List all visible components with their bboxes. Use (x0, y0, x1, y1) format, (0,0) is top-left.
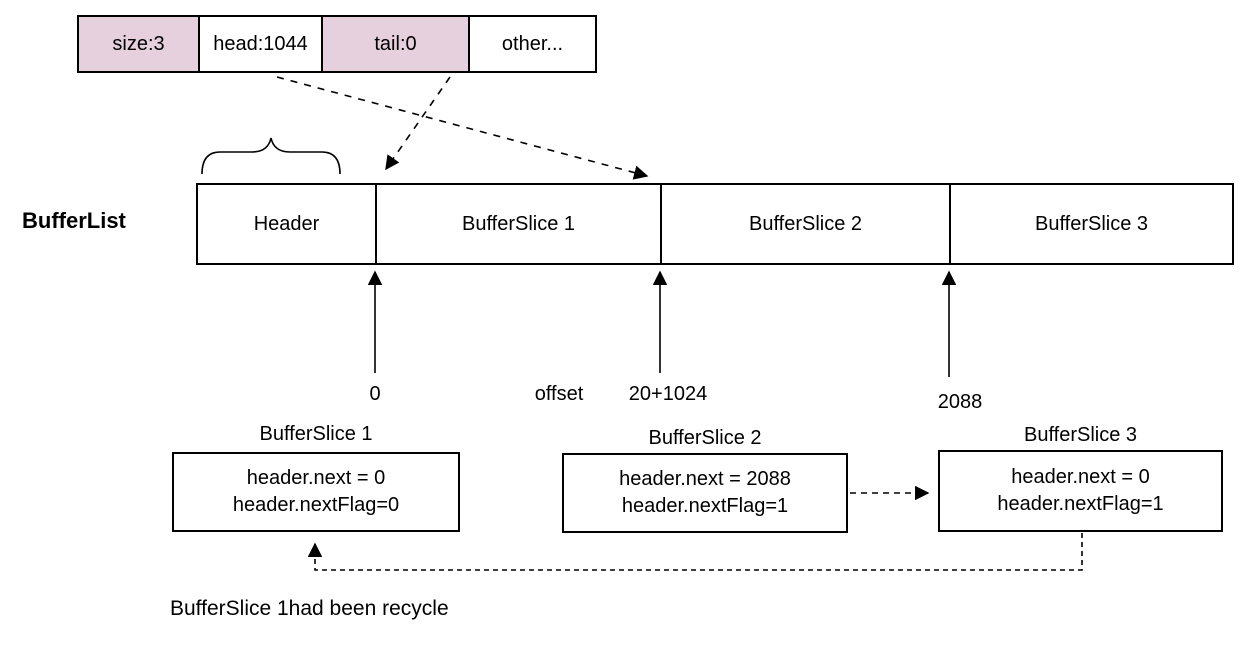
slice2-nextflag: header.nextFlag=1 (621, 495, 789, 517)
header-overbrace-icon (201, 137, 341, 175)
offset-axis-label: offset (534, 383, 584, 405)
slice1-title: BufferSlice 1 (259, 423, 373, 445)
offset-value-1044: 20+1024 (628, 383, 708, 405)
head-pointer-dashed-arrow-icon (276, 76, 649, 180)
slice1-nextflag: header.nextFlag=0 (232, 494, 400, 516)
bufferlist-segment-header: Header (198, 185, 377, 263)
slice3-box: header.next = 0 header.nextFlag=1 (938, 450, 1223, 532)
header-field-other: other... (468, 15, 597, 73)
recycle-footnote: BufferSlice 1had been recycle (170, 597, 449, 620)
bufferlist-bar: Header BufferSlice 1 BufferSlice 2 Buffe… (196, 183, 1234, 265)
tail-pointer-dashed-arrow-icon (385, 76, 451, 171)
slice2-box: header.next = 2088 header.nextFlag=1 (562, 453, 848, 533)
slice3-recycle-to-slice1-dashed-arrow-icon (307, 533, 1083, 571)
header-fields-table: size:3 head:1044 tail:0 other... (77, 15, 597, 73)
slice3-nextflag: header.nextFlag=1 (997, 493, 1164, 515)
slice3-next: header.next = 0 (1011, 466, 1150, 488)
slice2-next: header.next = 2088 (619, 468, 791, 490)
bufferlist-segment-slice2: BufferSlice 2 (662, 185, 951, 263)
slice1-next: header.next = 0 (246, 467, 386, 489)
bufferlist-label: BufferList (22, 208, 126, 233)
slice2-title: BufferSlice 2 (648, 427, 762, 449)
header-field-size: size:3 (77, 15, 200, 73)
header-field-head: head:1044 (198, 15, 323, 73)
bufferlist-segment-slice1: BufferSlice 1 (377, 185, 662, 263)
header-field-tail: tail:0 (321, 15, 470, 73)
slice1-box: header.next = 0 header.nextFlag=0 (172, 452, 460, 532)
bufferlist-segment-slice3: BufferSlice 3 (1034, 212, 1149, 235)
offset-value-2088: 2088 (937, 391, 983, 413)
slice3-title: BufferSlice 3 (1023, 424, 1138, 446)
offset-value-0: 0 (369, 383, 381, 405)
